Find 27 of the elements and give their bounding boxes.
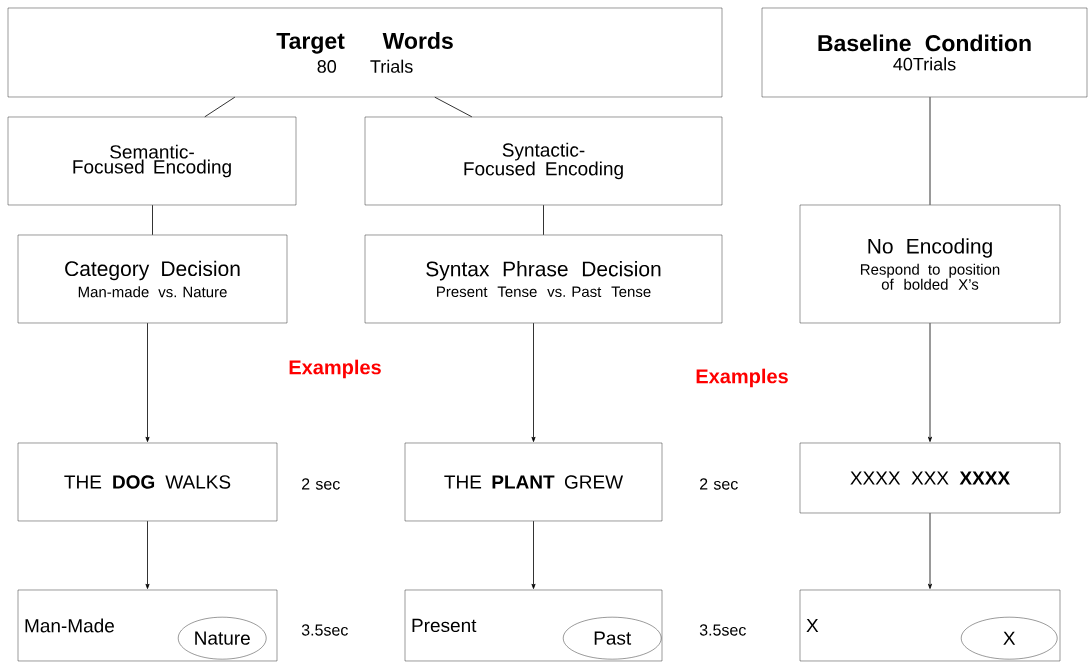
- arrow: [145, 322, 150, 442]
- connector-line: [543, 204, 544, 236]
- arrow: [928, 512, 932, 589]
- section-label: Examples: [696, 368, 788, 388]
- stimulus-box: THE PLANT GREW: [404, 442, 663, 522]
- arrow: [531, 322, 536, 442]
- stimulus-box: THE DOG WALKS: [17, 442, 278, 522]
- process-box: Semantic-Focused Encoding: [7, 116, 297, 206]
- heading-box: Target Words 80 Trials: [7, 7, 723, 98]
- duration-label: 3.5sec: [699, 624, 746, 636]
- connector-line: [929, 96, 931, 206]
- arrow: [928, 322, 932, 442]
- process-box: Syntax Phrase Decision Present Tense vs. Past Tense: [364, 234, 723, 324]
- duration-label: 2 sec: [302, 478, 340, 490]
- arrow: [145, 520, 150, 589]
- connector-line: [434, 96, 473, 118]
- heading-box: Baseline Condition 40Trials: [761, 7, 1088, 98]
- duration-label: 2 sec: [700, 478, 738, 490]
- stimulus-box: XXXX XXX XXXX: [799, 442, 1061, 514]
- connector-line: [152, 204, 153, 236]
- process-box: Syntactic-Focused Encoding: [364, 116, 723, 206]
- section-label: Examples: [289, 359, 381, 379]
- process-box: Category Decision Man-made vs. Nature: [17, 234, 288, 324]
- arrow: [531, 520, 536, 589]
- process-box: No Encoding Respond to position of bolded X’s: [799, 204, 1061, 324]
- duration-label: 3.5sec: [301, 624, 348, 636]
- connector-line: [204, 96, 236, 118]
